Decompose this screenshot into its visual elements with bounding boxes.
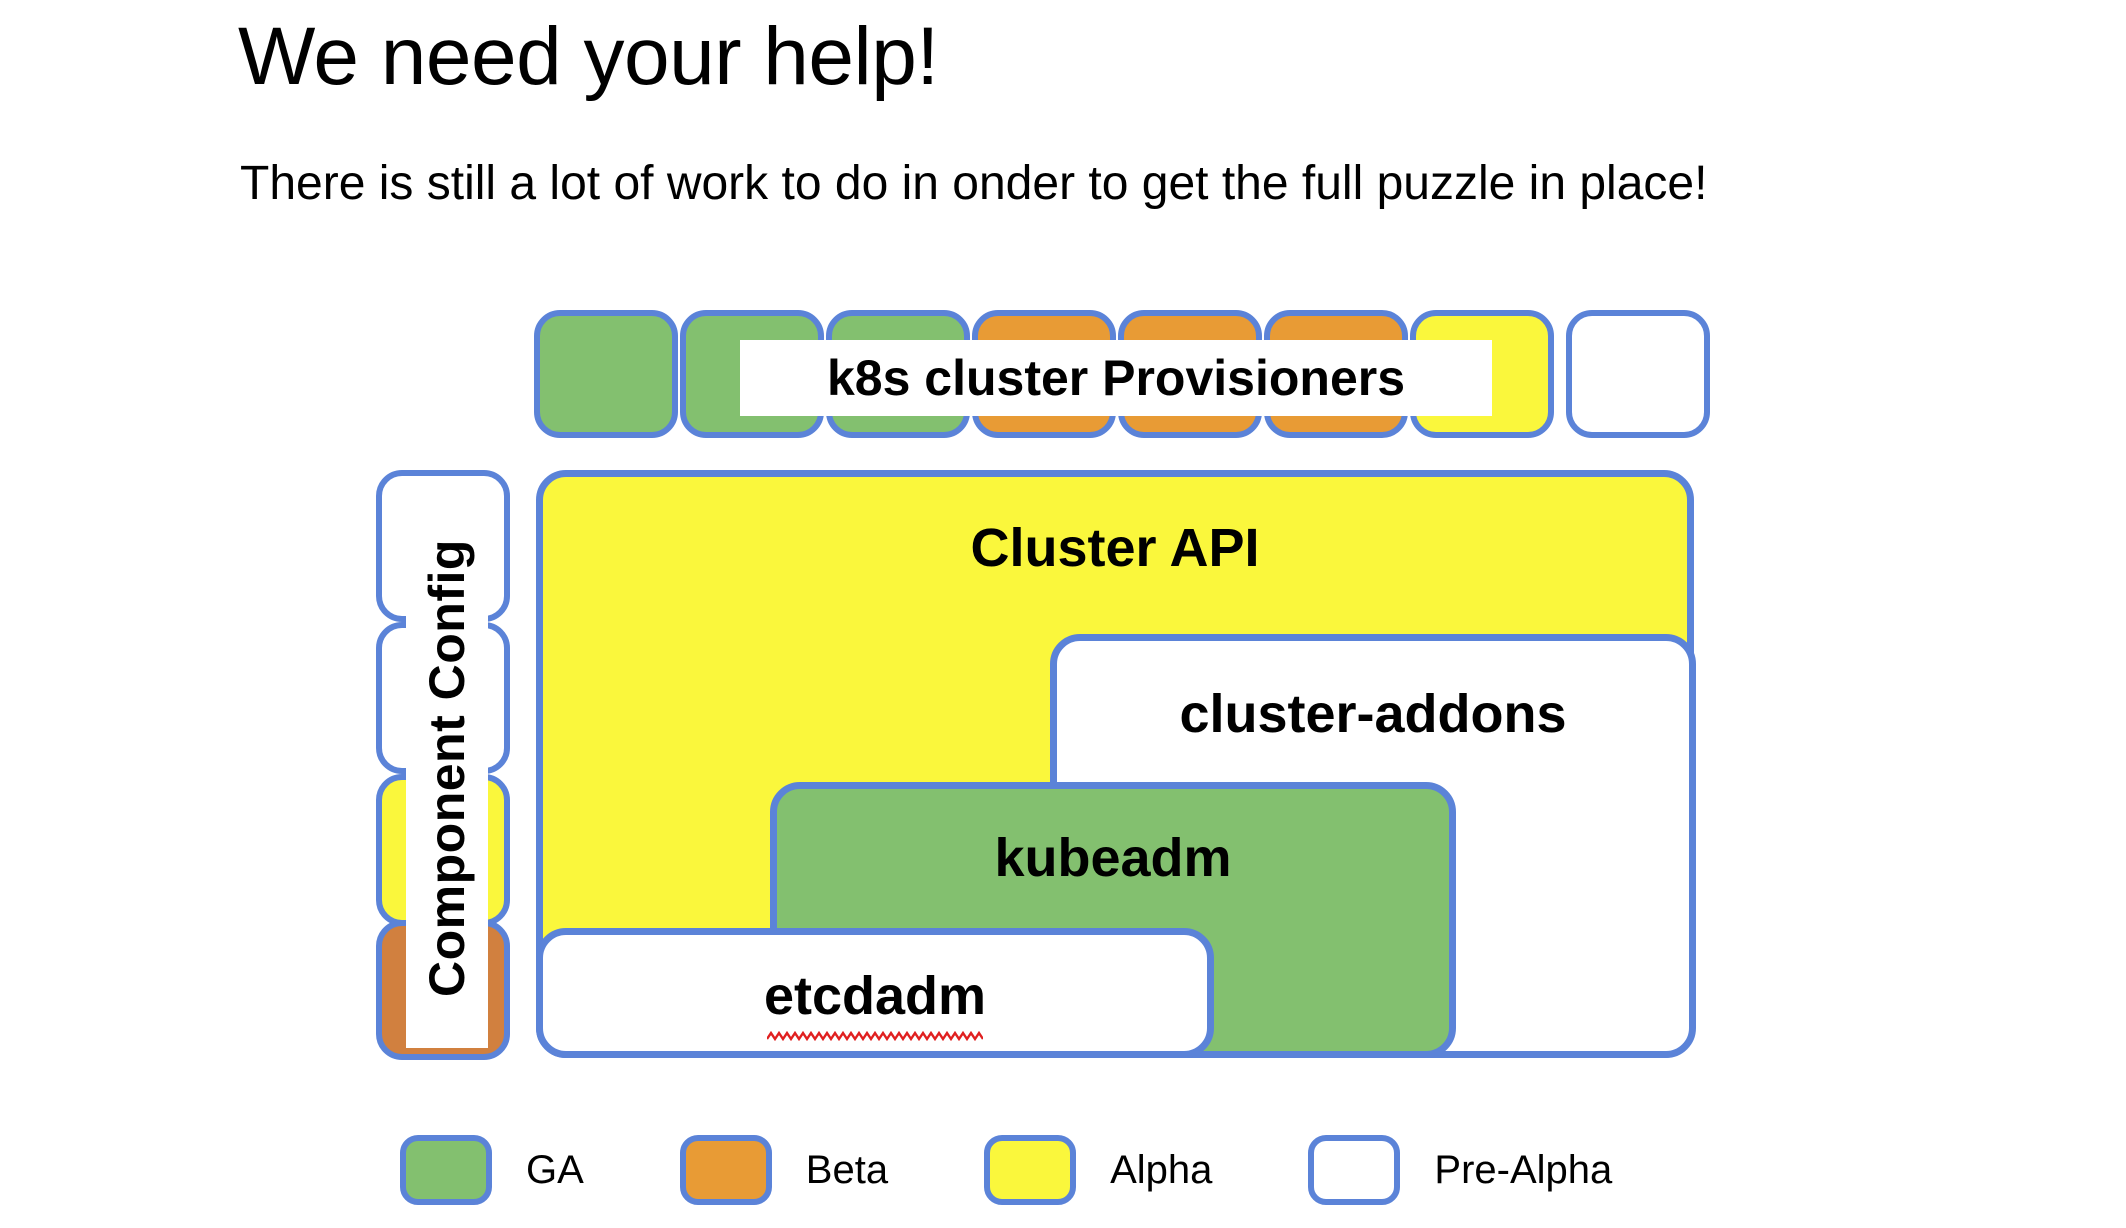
page-subtitle: There is still a lot of work to do in on… bbox=[240, 157, 1708, 210]
spellcheck-squiggle-icon bbox=[767, 1031, 983, 1041]
legend-swatch-pre-alpha bbox=[1308, 1135, 1401, 1205]
legend-label-alpha: Alpha bbox=[1110, 1147, 1213, 1192]
legend-swatch-ga bbox=[400, 1135, 492, 1205]
k8s-cluster-provisioners-label: k8s cluster Provisioners bbox=[740, 340, 1492, 416]
cluster-addons-label: cluster-addons bbox=[1179, 684, 1567, 744]
legend-item-beta: Beta bbox=[679, 1135, 889, 1205]
legend-swatch-alpha bbox=[984, 1135, 1077, 1205]
legend-label-pre-alpha: Pre-Alpha bbox=[1434, 1147, 1613, 1192]
page-title: We need your help! bbox=[238, 11, 939, 102]
etcdadm-label: etcdadm bbox=[763, 966, 987, 1026]
provisioner-tile-1[interactable] bbox=[534, 310, 678, 438]
cluster-api-label: Cluster API bbox=[970, 518, 1260, 578]
legend-label-beta: Beta bbox=[805, 1147, 889, 1192]
component-config-label: Component Config bbox=[406, 488, 488, 1048]
legend-item-pre-alpha: Pre-Alpha bbox=[1308, 1135, 1612, 1205]
legend-swatch-beta bbox=[679, 1135, 772, 1205]
legend-item-ga: GA bbox=[400, 1135, 584, 1205]
etcdadm-box[interactable]: etcdadm bbox=[536, 928, 1214, 1058]
provisioner-tile-8[interactable] bbox=[1566, 310, 1710, 438]
legend-label-ga: GA bbox=[526, 1147, 584, 1192]
kubeadm-label: kubeadm bbox=[994, 828, 1232, 888]
status-legend: GA Beta Alpha Pre-Alpha bbox=[400, 1128, 1708, 1212]
legend-item-alpha: Alpha bbox=[984, 1135, 1212, 1205]
